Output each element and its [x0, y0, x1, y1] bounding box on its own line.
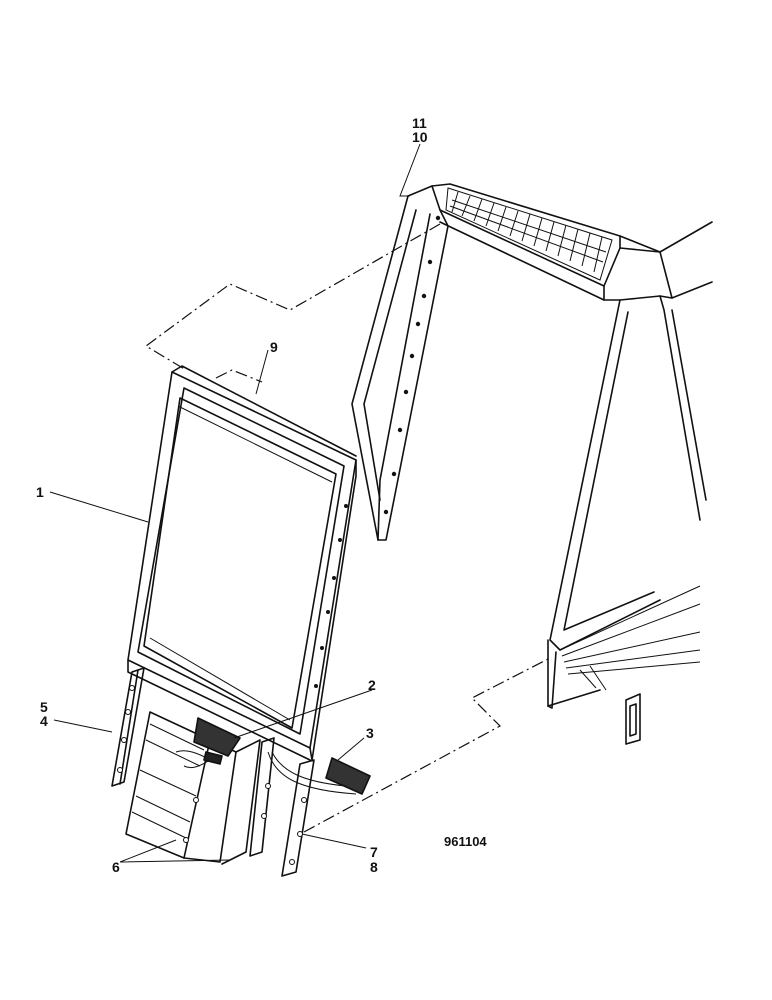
- callout-2: 2: [368, 677, 376, 693]
- right-mounting-strips: [249, 737, 315, 877]
- lower-panel-bracket: [125, 711, 261, 865]
- callout-3: 3: [366, 725, 374, 741]
- callout-9: 9: [270, 339, 278, 355]
- callout-11: 11: [412, 115, 427, 131]
- assembly-centerline-top: [144, 223, 441, 371]
- callout-8: 8: [370, 859, 378, 875]
- window-frame-assembly: [127, 365, 357, 761]
- roof-vent-grille: [445, 187, 613, 281]
- door-hinge-bracket: [625, 693, 641, 745]
- seal-strip-2: [175, 717, 241, 769]
- assembly-centerline-bottom: [303, 657, 551, 833]
- rear-pillar-seal-strip: [351, 195, 449, 541]
- assembly-centerline-item9: [215, 369, 263, 383]
- callout-7: 7: [370, 844, 378, 860]
- left-mounting-strip: [111, 667, 145, 787]
- callout-5: 5: [40, 699, 48, 715]
- callout-1: 1: [36, 484, 44, 500]
- leader-lines: [49, 143, 421, 863]
- callout-6: 6: [112, 859, 120, 875]
- callout-10: 10: [412, 129, 428, 145]
- drawing-number: 961104: [444, 834, 487, 849]
- callout-4: 4: [40, 713, 48, 729]
- cab-structure: [351, 183, 713, 745]
- seal-strip-3: [267, 751, 371, 795]
